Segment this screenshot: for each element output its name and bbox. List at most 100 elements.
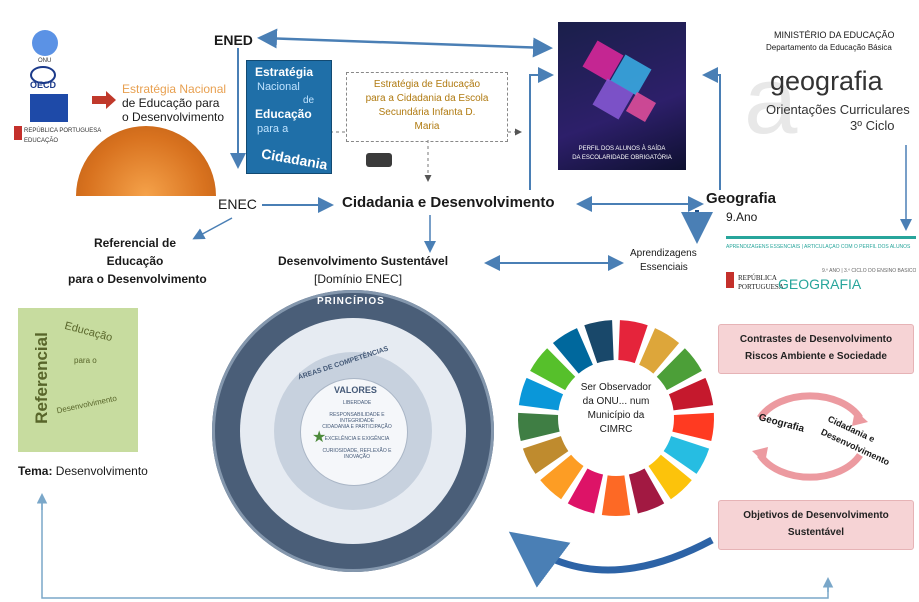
geografia-watermark: a: [744, 47, 798, 154]
educacao-label: EDUCAÇÃO: [24, 138, 59, 144]
cidadania-label: Cidadania e Desenvolvimento: [342, 194, 555, 211]
geografia-orient-title: geografia: [770, 66, 883, 96]
sdg-segment: [567, 468, 604, 514]
enec-label: ENEC: [218, 196, 257, 212]
wheel-principios: PRINCÍPIOS: [317, 296, 385, 307]
eu-flag-logo: [30, 94, 68, 122]
sdg-segment: [618, 320, 648, 364]
book-line2: Nacional: [257, 81, 300, 93]
geografia-doc-rep1: REPÚBLICA: [738, 274, 777, 282]
perfil-cover: PERFIL DOS ALUNOS À SAÍDA DA ESCOLARIDAD…: [558, 22, 686, 170]
sdg-line1: Ser Observador: [580, 382, 652, 393]
sdg-segment: [672, 412, 714, 442]
book-line3: de: [303, 95, 315, 106]
wheel-valor-item: CIDADANIA E PARTICIPAÇÃO: [322, 424, 392, 430]
geografia-year: 9.Ano: [726, 210, 758, 224]
geografia-doc-rep2: PORTUGUESA: [738, 283, 784, 291]
school-line3: Secundária Infanta D.: [378, 107, 476, 118]
objetivos-line2: Sustentável: [787, 527, 845, 538]
competencies-wheel: PRINCÍPIOS ÁREAS DE COMPETÊNCIAS VALORES…: [212, 290, 494, 572]
sdg-segment: [530, 348, 576, 391]
republica-logo: [14, 126, 22, 140]
sdg-segment: [584, 320, 614, 364]
onu-label: ONU: [38, 58, 52, 64]
ened-strategy-line2: de Educação para: [122, 96, 220, 110]
school-logo: [366, 153, 392, 167]
contrastes-line1: Contrastes de Desenvolvimento: [739, 334, 893, 345]
oecd-logo: [30, 66, 56, 84]
tema-line: Tema: Desenvolvimento: [18, 464, 148, 478]
book-line1: Estratégia: [255, 65, 314, 79]
sdg-segment: [639, 328, 680, 374]
sdg-line3: Município da: [587, 410, 645, 421]
ds-line2: [Domínio ENEC]: [314, 272, 403, 286]
referencial-cover-title: Referencial: [31, 332, 51, 424]
sdg-segment: [668, 377, 714, 411]
globe-image: [76, 126, 216, 196]
book-line5: para a: [257, 123, 289, 135]
star-icon: ★: [312, 429, 327, 446]
referencial-cover-arc3: Desenvolvimento: [55, 393, 118, 416]
referencial-cover-arc2: para o: [74, 356, 97, 365]
aprendizagens-line1: Aprendizagens: [630, 248, 697, 259]
geografia-orient-sub2: 3º Ciclo: [850, 118, 895, 133]
sdg-segment: [540, 454, 584, 500]
encc-book-cover: Estratégia Nacional de Educação para a C…: [246, 60, 332, 174]
school-line1: Estratégia de Educação: [373, 79, 481, 90]
sdg-segment: [628, 468, 665, 514]
geografia-label: Geografia: [706, 190, 777, 207]
sdg-segment: [518, 412, 560, 442]
referencial-line1: Referencial de: [93, 236, 177, 250]
ministerio-line1: MINISTÉRIO DA EDUCAÇÃO: [774, 30, 895, 40]
wheel-valor-item: CURIOSIDADE, REFLEXÃO E INOVAÇÃO: [322, 448, 392, 460]
oecd-label: OECD: [30, 80, 57, 90]
tema-value: Desenvolvimento: [52, 464, 148, 478]
wheel-valor-item: LIBERDADE: [342, 400, 372, 406]
referencial-line3: para o Desenvolvimento: [68, 272, 207, 286]
sdg-segment: [522, 436, 569, 474]
geografia-doc-year: 9.º ANO | 3.º CICLO DO ENSINO BÁSICO: [822, 268, 916, 274]
sdg-wheel: [518, 320, 714, 516]
onu-logo: [32, 30, 58, 56]
cycle-geografia: Geografia: [757, 412, 806, 435]
objetivos-line1: Objetivos de Desenvolvimento: [743, 510, 889, 521]
arrow-ened-perfil: [257, 28, 553, 58]
school-strategy-box: Estratégia de Educação para a Cidadania …: [346, 72, 508, 142]
sdg-line4: CIMRC: [599, 424, 633, 435]
referencial-line2: Educação: [106, 254, 164, 268]
sdg-segment: [518, 377, 564, 411]
objetivos-box: Objetivos de Desenvolvimento Sustentável: [718, 500, 914, 550]
book-line4: Educação: [255, 107, 312, 121]
aprendizagens-line2: Essenciais: [640, 262, 688, 273]
ened-strategy-line3: o Desenvolvimento: [122, 110, 225, 124]
referencial-cover-arc1: Educação: [63, 319, 114, 345]
perfil-line2: DA ESCOLARIDADE OBRIGATÓRIA: [572, 155, 672, 161]
school-line2: para a Cidadania da Escola: [365, 93, 489, 104]
ened-strategy-line1: Estratégia Nacional: [122, 82, 227, 96]
ds-line1: Desenvolvimento Sustentável: [278, 254, 449, 268]
referencial-cover: Referencial Educação para o Desenvolvime…: [18, 308, 138, 452]
book-line6: Cidadania: [260, 145, 329, 173]
sdg-segment: [663, 436, 710, 474]
sdg-segment: [656, 348, 702, 391]
ministerio-line2: Departamento da Educação Básica: [766, 43, 892, 52]
contrastes-box: Contrastes de Desenvolvimento Riscos Amb…: [718, 324, 914, 374]
tema-label: Tema:: [18, 464, 53, 478]
wheel-valor-item: EXCELÊNCIA E EXIGÊNCIA: [324, 436, 390, 442]
republica-label: REPÚBLICA PORTUGUESA: [24, 128, 102, 134]
wheel-valores-title: VALORES: [334, 385, 377, 395]
sdg-line2: da ONU... num: [582, 396, 650, 407]
geografia-doc-banner: APRENDIZAGENS ESSENCIAIS | ARTICULAÇÃO C…: [726, 244, 911, 250]
ened-title: ENED: [214, 32, 253, 48]
republica-flag-logo: [726, 272, 734, 288]
contrastes-line2: Riscos Ambiente e Sociedade: [745, 351, 887, 362]
geografia-doc-bar: [726, 236, 916, 239]
sdg-segment: [601, 475, 631, 516]
geografia-orient-sub1: Orientações Curriculares: [766, 102, 910, 117]
sdg-segment: [552, 328, 593, 374]
school-line4: Maria: [414, 121, 440, 132]
wheel-valor-item: RESPONSABILIDADE E INTEGRIDADE: [329, 412, 385, 424]
sdg-segment: [648, 454, 692, 500]
geografia-doc-title: GEOGRAFIA: [778, 276, 862, 292]
